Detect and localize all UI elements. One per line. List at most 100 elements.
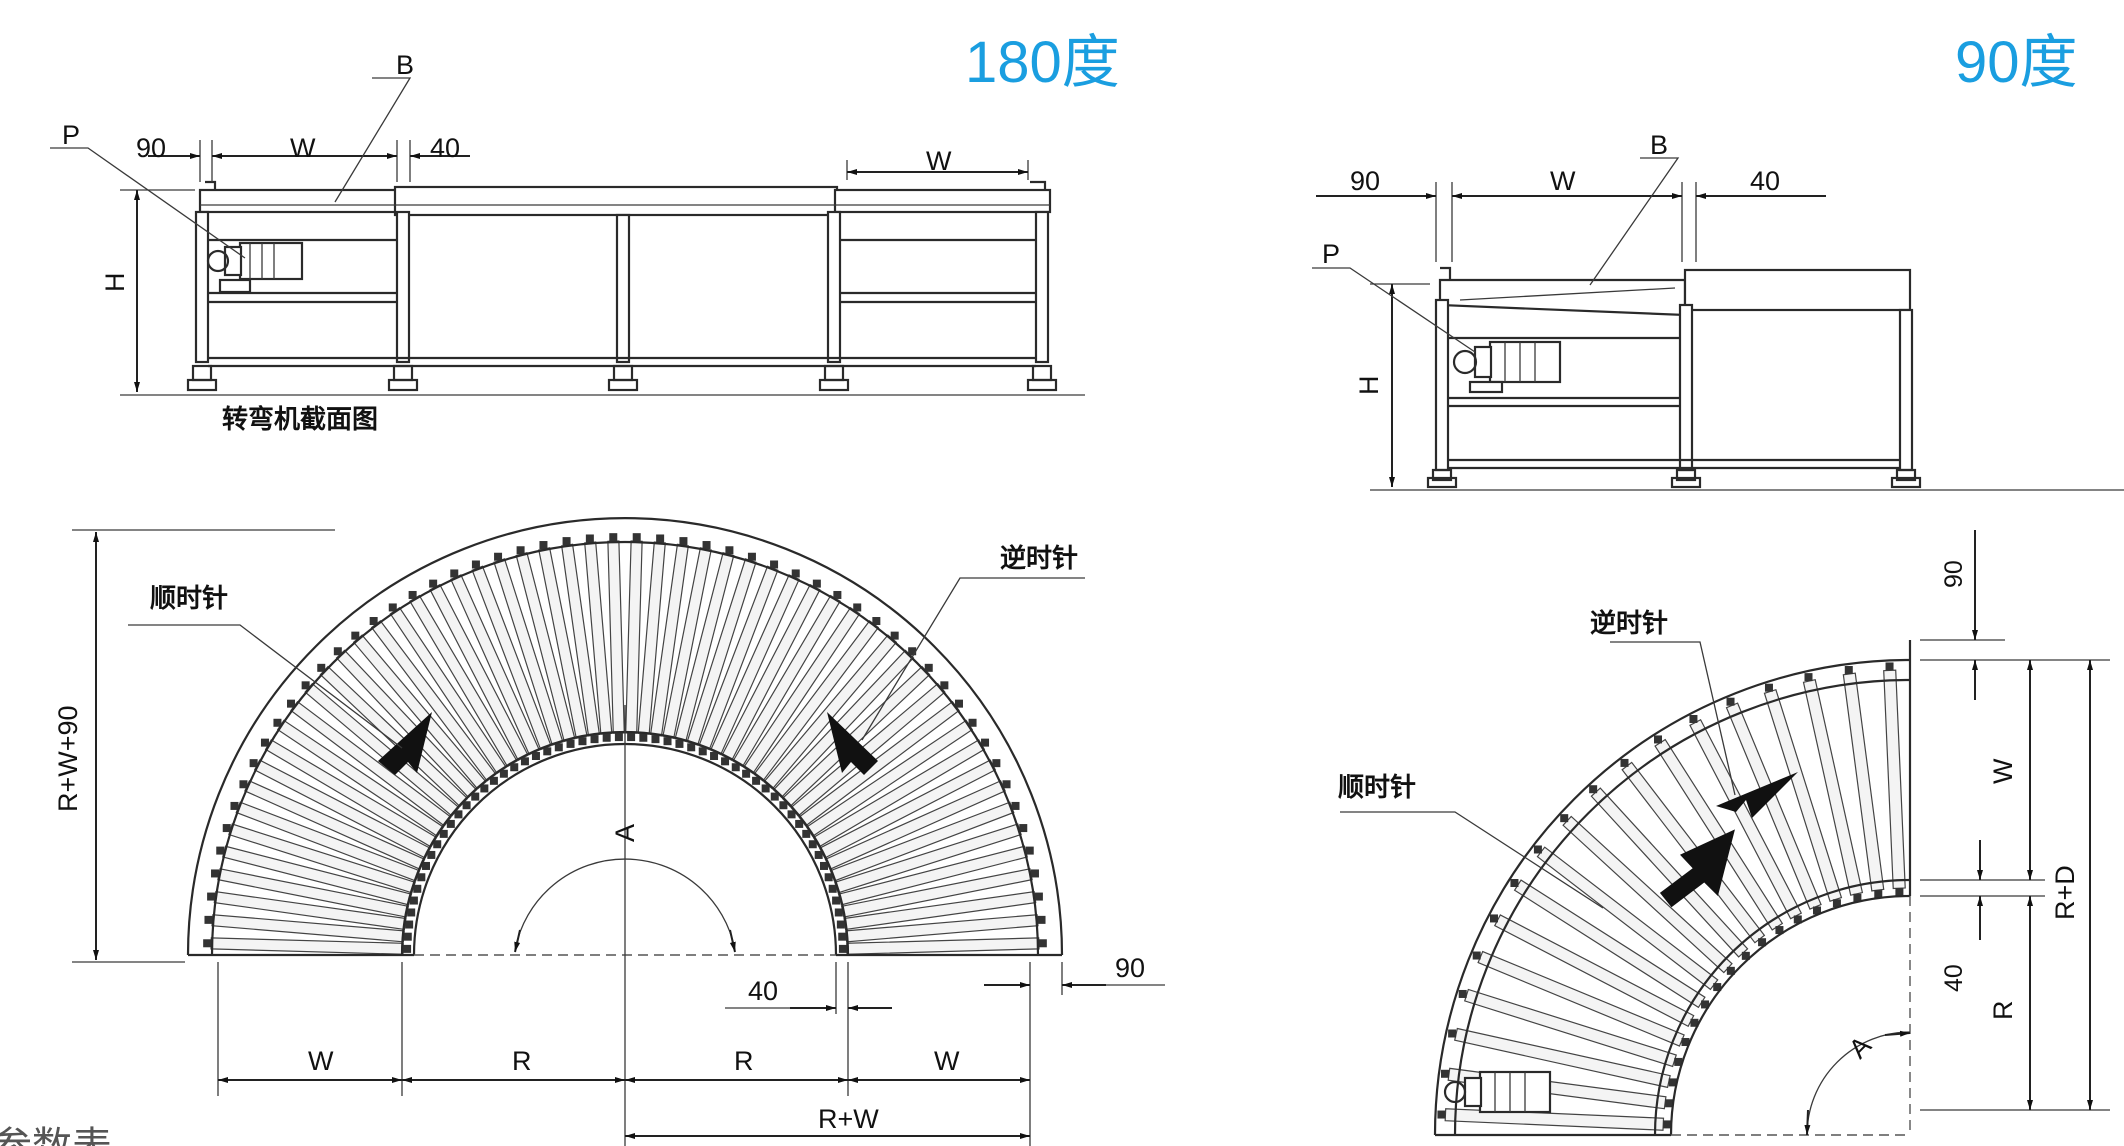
roller-180 [846, 937, 1040, 955]
section-view-180 [120, 180, 1085, 396]
roller-end-cap [632, 533, 641, 542]
roller-end-cap [1510, 879, 1519, 888]
label-h-180: H [100, 273, 130, 293]
roller-end-cap [1665, 1099, 1674, 1108]
roller-end-cap [1011, 801, 1020, 810]
roller-end-cap [230, 801, 239, 810]
dimension-lines-top-180 [72, 529, 1165, 1146]
roller-end-cap [814, 850, 823, 859]
roller-end-cap [908, 647, 917, 656]
roller-end-cap [1726, 697, 1735, 706]
roller-end-cap [454, 810, 463, 819]
roller-end-cap [566, 739, 575, 748]
roller-end-cap [260, 738, 269, 747]
dimension-lines-side-90 [1312, 157, 1826, 487]
dim-90-top-180: 90 [1115, 953, 1145, 983]
roller-end-cap [824, 873, 833, 882]
roller-end-cap [204, 915, 213, 924]
roller-180 [625, 540, 643, 734]
roller-end-cap [819, 861, 828, 870]
roller-end-cap [203, 939, 212, 948]
label-counterclockwise-90: 逆时针 [1590, 608, 1668, 639]
roller-end-cap [1681, 1038, 1690, 1047]
roller-end-cap [1620, 758, 1629, 767]
roller-end-cap [761, 784, 770, 793]
dim-w-side-180: W [290, 133, 316, 163]
roller-end-cap [1775, 926, 1784, 935]
roller-end-cap [1853, 893, 1862, 902]
roller-end-cap [1758, 938, 1767, 947]
roller-end-cap [1002, 780, 1011, 789]
roller-end-cap [409, 896, 418, 905]
roller-end-cap [627, 733, 636, 742]
roller-end-cap [675, 739, 684, 748]
roller-end-cap [890, 631, 899, 640]
roller-end-cap [834, 908, 843, 917]
label-p-90: P [1322, 239, 1340, 269]
roller-end-cap [698, 747, 707, 756]
section-view-caption: 转弯机截面图 [222, 404, 378, 435]
dim-90-top-90: 90 [1940, 560, 1968, 588]
roller-end-cap [968, 718, 977, 727]
roller-end-cap [543, 747, 552, 756]
roller-end-cap [1713, 983, 1722, 992]
roller-end-cap [872, 617, 881, 626]
title-180-degree: 180度 [965, 30, 1120, 95]
roller-end-cap [808, 840, 817, 849]
roller-end-cap [554, 743, 563, 752]
roller-end-cap [480, 784, 489, 793]
roller-end-cap [1019, 824, 1028, 833]
roller-end-cap [614, 733, 623, 742]
roller-end-cap [562, 537, 571, 546]
roller-90 [1562, 815, 1733, 974]
roller-90 [1883, 669, 1906, 890]
dim-90-side-90: 90 [1350, 166, 1380, 196]
dim-w-right-side-180: W [926, 146, 952, 176]
roller-end-cap [721, 757, 730, 766]
roller-end-cap [462, 801, 471, 810]
roller-end-cap [413, 884, 422, 893]
roller-end-cap [408, 590, 417, 599]
roller-end-cap [1813, 906, 1822, 915]
rollers-90 [1437, 662, 1906, 1131]
roller-end-cap [446, 819, 455, 828]
roller-end-cap [585, 534, 594, 543]
roller-end-cap [539, 541, 548, 550]
roller-end-cap [1560, 814, 1569, 823]
label-counterclockwise-180: 逆时针 [1000, 543, 1078, 574]
roller-end-cap [1764, 683, 1773, 692]
roller-end-cap [802, 829, 811, 838]
footer-heading: 参数表 [0, 1124, 112, 1146]
roller-end-cap [679, 537, 688, 546]
roller-end-cap [1874, 890, 1883, 899]
dim-rw-180: R+W [818, 1104, 879, 1134]
roller-end-cap [924, 663, 933, 672]
roller-end-cap [1793, 915, 1802, 924]
roller-end-cap [1030, 869, 1039, 878]
label-clockwise-180: 顺时针 [150, 584, 228, 614]
roller-end-cap [429, 579, 438, 588]
dim-w-side-90: W [1550, 166, 1576, 196]
roller-end-cap [211, 869, 220, 878]
roller-end-cap [578, 737, 587, 746]
roller-end-cap [1741, 951, 1750, 960]
roller-end-cap [981, 738, 990, 747]
roller-end-cap [1448, 1029, 1457, 1038]
roller-90 [1763, 688, 1843, 902]
roller-end-cap [770, 792, 779, 801]
roller-end-cap [317, 663, 326, 672]
roller-end-cap [731, 763, 740, 772]
roller-end-cap [838, 944, 847, 953]
dim-w-right-180: W [934, 1046, 960, 1076]
roller-90 [1536, 846, 1719, 991]
roller-end-cap [710, 752, 719, 761]
roller-end-cap [795, 819, 804, 828]
roller-end-cap [427, 850, 436, 859]
roller-end-cap [471, 560, 480, 569]
roller-end-cap [787, 810, 796, 819]
roller-end-cap [1701, 1000, 1710, 1009]
roller-end-cap [725, 546, 734, 555]
roller-end-cap [836, 920, 845, 929]
roller-90 [1444, 1108, 1665, 1131]
